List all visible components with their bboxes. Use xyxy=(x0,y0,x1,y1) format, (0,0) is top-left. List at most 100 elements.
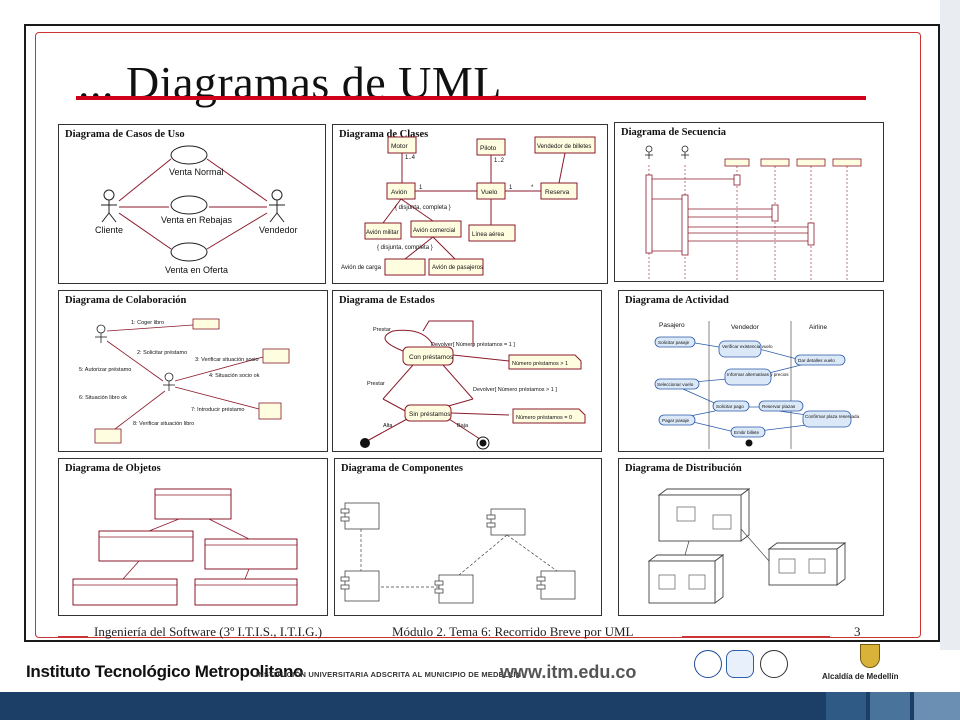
mult-1b: 1 xyxy=(509,185,513,191)
institution-subtitle: INSTITUCIÓN UNIVERSITARIA ADSCRITA AL MU… xyxy=(256,670,522,679)
act-6: Solicitar pago xyxy=(716,404,744,409)
mult-1a: 1 xyxy=(419,185,423,191)
panel-secuencia: Diagrama de Secuencia xyxy=(614,122,884,282)
actor-cliente xyxy=(101,189,117,223)
collab-msg-7: 7: Introducir préstamo xyxy=(191,407,245,413)
final-node-inner xyxy=(479,439,487,447)
slide-inner-border xyxy=(35,32,921,638)
mult-1-2: 1..2 xyxy=(494,158,505,164)
mult-star: * xyxy=(531,185,534,191)
class-linea xyxy=(468,224,516,242)
class-comercial xyxy=(410,220,462,238)
class-carga-label: Avión de carga xyxy=(341,265,382,271)
city-name: Alcaldía de Medellín xyxy=(822,672,899,681)
actor-label-left: Cliente xyxy=(95,225,123,235)
footer-line-left xyxy=(58,636,88,637)
trans-devolver-1: Devolver[ Número préstamos = 1 ] xyxy=(431,342,515,348)
trans-alta: Alta xyxy=(383,423,393,429)
class-piloto-label: Piloto xyxy=(480,145,497,152)
class-linea-label: Línea aérea xyxy=(472,232,505,238)
collab-msg-5: 5: Autorizar préstamo xyxy=(79,367,131,373)
state-diagram: Con préstamos Sin préstamos Prestar Pres… xyxy=(360,320,586,450)
act-3: Dar detalles vuelo xyxy=(798,358,835,363)
collab-msg-1: 1: Coger libro xyxy=(131,320,164,326)
network-logo-icon xyxy=(726,650,754,678)
bottom-blue-band xyxy=(0,692,960,720)
collab-msg-3: 3: Verificar situación socio xyxy=(195,357,259,363)
lane-pasajero: Pasajero xyxy=(659,322,685,329)
title-underline xyxy=(76,96,866,100)
class-militar-label: Avión militar xyxy=(366,230,399,236)
class-diagram: Motor Piloto Vendedor de billetes Avión … xyxy=(341,136,596,276)
trans-prestar-top: Prestar xyxy=(373,327,391,333)
slide-title: ... Diagramas de UML xyxy=(78,57,502,108)
collab-msg-8: 8: Verificar situación libro xyxy=(133,421,194,427)
act-7: Reservar plazas xyxy=(762,404,796,409)
panel-title: Diagrama de Casos de Uso xyxy=(65,129,185,140)
component-diagram xyxy=(340,502,576,604)
footer-module: Módulo 2. Tema 6: Recorrido Breve por UM… xyxy=(392,624,634,639)
activity-diagram: Pasajero Vendedor Airline xyxy=(654,321,860,449)
note-label-2: Número préstamos = 0 xyxy=(516,415,572,421)
sequence-diagram xyxy=(645,145,862,281)
class-vendedor-label: Vendedor de billetes xyxy=(537,144,591,150)
institution-url[interactable]: www.itm.edu.co xyxy=(500,662,637,682)
note-2 xyxy=(512,408,586,424)
note-1 xyxy=(508,354,582,370)
panel-colaboracion: Diagrama de Colaboración 1: Coger libro … xyxy=(58,290,328,452)
panel-title: Diagrama de Actividad xyxy=(625,295,729,306)
panel-title: Diagrama de Secuencia xyxy=(621,127,726,138)
panel-title: Diagrama de Estados xyxy=(339,295,435,306)
uc-ellipse-2 xyxy=(170,195,208,215)
class-pasajeros xyxy=(428,258,484,276)
footer-course: Ingeniería del Software (3º I.T.I.S., I.… xyxy=(94,624,323,639)
uc-label-1: Venta Normal xyxy=(169,167,224,177)
uc-label-3: Venta en Oferta xyxy=(165,265,228,275)
uc-ellipse-1 xyxy=(170,145,208,165)
act-5: Seleccionar vuelo xyxy=(657,382,694,387)
collab-msg-2: 2: Solicitar préstamo xyxy=(137,350,187,356)
city-shield-icon xyxy=(860,644,880,668)
act-8: Pagar pasaje xyxy=(662,418,690,423)
band-block-2 xyxy=(870,692,910,720)
panel-title: Diagrama de Colaboración xyxy=(65,295,187,306)
trans-devolver-2: Devolver[ Número préstamos > 1 ] xyxy=(473,387,557,393)
panel-distribucion: Diagrama de Distribución xyxy=(618,458,884,616)
accreditation-logo-icon xyxy=(760,650,788,678)
act-10: Emitir billete xyxy=(734,430,759,435)
actor-label-right: Vendedor xyxy=(259,225,298,235)
certification-logo-icon xyxy=(694,650,722,678)
panel-clases: Diagrama de Clases xyxy=(332,124,608,284)
actor-vendedor xyxy=(269,189,285,223)
panel-title: Diagrama de Clases xyxy=(339,129,429,140)
institution-bar xyxy=(0,652,960,692)
institution-name: Instituto Tecnológico Metropolitano xyxy=(26,662,304,681)
class-carga xyxy=(384,258,426,276)
class-motor-label: Motor xyxy=(391,143,408,150)
constraint-1: { disjunta, completa } xyxy=(395,205,451,211)
trans-prestar-left: Prestar xyxy=(367,381,385,387)
panel-title: Diagrama de Objetos xyxy=(65,463,161,474)
panel-actividad: Diagrama de Actividad Pasajero Vendedor … xyxy=(618,290,884,452)
constraint-2: { disjunta, completa } xyxy=(377,245,433,251)
panel-title: Diagrama de Distribución xyxy=(625,463,742,474)
act-4: Informar alternativas y precios xyxy=(727,372,789,377)
deployment-diagram xyxy=(647,488,847,604)
collab-msg-4: 4: Situación socio ok xyxy=(209,373,260,379)
uc-label-2: Venta en Rebajas xyxy=(161,215,233,225)
class-reserva-label: Reserva xyxy=(545,189,570,196)
initial-node xyxy=(360,438,370,448)
use-case-diagram: Venta Normal Venta en Rebajas Venta en O… xyxy=(95,145,298,275)
state-label-2: Sin préstamos xyxy=(409,411,451,418)
lane-airline: Airline xyxy=(809,324,827,331)
panel-objetos: Diagrama de Objetos xyxy=(58,458,328,616)
object-diagram xyxy=(72,488,298,606)
collab-msg-6: 6: Situación libro ok xyxy=(79,395,127,401)
act-9: Confirmar plaza reservada xyxy=(805,414,860,419)
panel-estados: Diagrama de Estados xyxy=(332,290,602,452)
class-pasajeros-label: Avión de pasajeros xyxy=(432,265,483,271)
state-label-1: Con préstamos xyxy=(409,354,454,361)
act-2: Verificar existencia vuelo xyxy=(722,344,773,349)
act-1: Solicitar pasaje xyxy=(658,340,690,345)
